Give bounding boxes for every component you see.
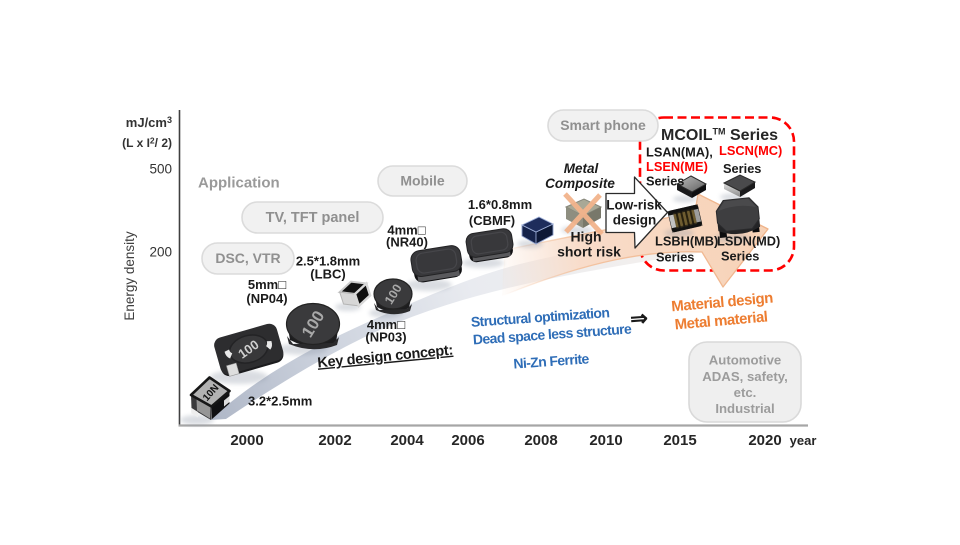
- svg-text:(NR40): (NR40): [386, 235, 428, 250]
- svg-text:mJ/cm3: mJ/cm3: [126, 115, 172, 130]
- svg-text:LSAN(MA),: LSAN(MA),: [646, 145, 713, 160]
- svg-text:Energy density: Energy density: [122, 231, 137, 321]
- svg-text:(CBMF): (CBMF): [469, 213, 515, 228]
- svg-text:(LBC): (LBC): [310, 267, 345, 282]
- svg-text:(NP03): (NP03): [365, 330, 406, 345]
- svg-text:2008: 2008: [524, 432, 557, 449]
- svg-text:⇒: ⇒: [629, 307, 648, 331]
- svg-text:High: High: [570, 229, 601, 245]
- svg-text:(NP04): (NP04): [246, 291, 287, 306]
- svg-text:LSEN(ME): LSEN(ME): [646, 159, 708, 174]
- svg-text:Series: Series: [656, 250, 694, 265]
- svg-text:Composite: Composite: [545, 176, 615, 191]
- svg-text:LSCN(MC): LSCN(MC): [719, 143, 782, 158]
- svg-text:short risk: short risk: [557, 244, 621, 260]
- svg-text:etc.: etc.: [734, 385, 757, 400]
- svg-text:TV, TFT panel: TV, TFT panel: [266, 210, 360, 226]
- svg-text:4mm□: 4mm□: [387, 222, 425, 237]
- svg-text:2020: 2020: [748, 432, 781, 449]
- svg-text:Series: Series: [721, 249, 759, 264]
- svg-text:LSBH(MB): LSBH(MB): [655, 234, 718, 249]
- svg-text:(L x I2/ 2): (L x I2/ 2): [122, 136, 172, 151]
- svg-text:Automotive: Automotive: [709, 352, 782, 367]
- svg-text:2015: 2015: [663, 432, 696, 449]
- svg-text:Ni-Zn Ferrite: Ni-Zn Ferrite: [513, 350, 590, 371]
- svg-text:2006: 2006: [451, 432, 484, 449]
- svg-text:MCOILTM Series: MCOILTM Series: [661, 127, 778, 145]
- svg-text:4mm□: 4mm□: [367, 317, 405, 332]
- svg-text:Mobile: Mobile: [400, 173, 445, 189]
- svg-text:2002: 2002: [318, 432, 351, 449]
- svg-text:Smart phone: Smart phone: [560, 117, 646, 133]
- svg-text:3.2*2.5mm: 3.2*2.5mm: [248, 394, 312, 409]
- svg-text:Industrial: Industrial: [715, 401, 774, 416]
- svg-text:LSDN(MD): LSDN(MD): [717, 234, 780, 249]
- svg-text:200: 200: [149, 245, 172, 260]
- svg-text:2.5*1.8mm: 2.5*1.8mm: [296, 254, 360, 269]
- svg-text:2000: 2000: [230, 432, 263, 449]
- svg-text:ADAS, safety,: ADAS, safety,: [702, 369, 788, 384]
- svg-text:design: design: [613, 213, 657, 228]
- svg-text:DSC, VTR: DSC, VTR: [215, 250, 280, 266]
- svg-text:Low-risk: Low-risk: [606, 198, 662, 213]
- svg-text:Series: Series: [646, 174, 684, 189]
- svg-text:500: 500: [149, 162, 172, 177]
- svg-text:Metal: Metal: [564, 161, 599, 176]
- svg-text:year: year: [790, 433, 817, 448]
- svg-text:2004: 2004: [390, 432, 424, 449]
- svg-text:2010: 2010: [589, 432, 622, 449]
- svg-text:5mm□: 5mm□: [248, 277, 286, 292]
- svg-text:Application: Application: [198, 175, 280, 192]
- svg-text:1.6*0.8mm: 1.6*0.8mm: [468, 197, 532, 212]
- svg-text:Series: Series: [723, 161, 761, 176]
